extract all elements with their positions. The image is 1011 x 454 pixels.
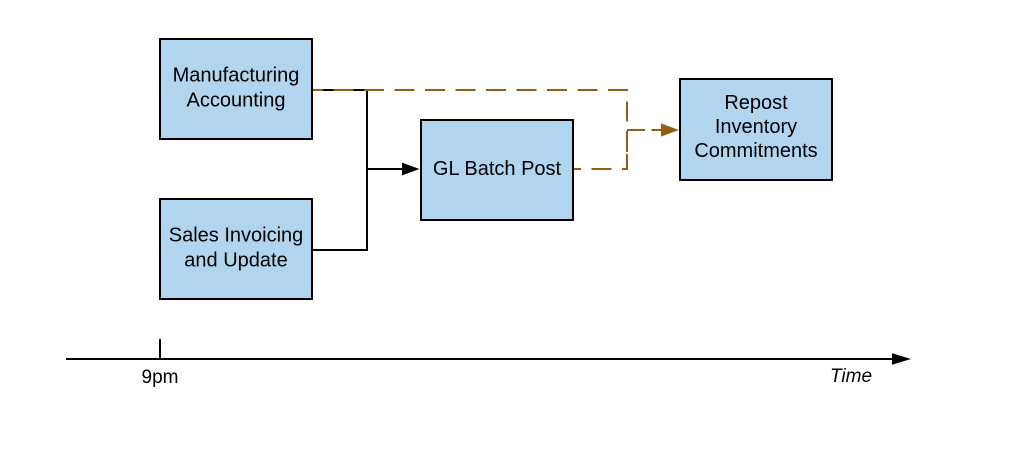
svg-text:Sales Invoicing: Sales Invoicing [169,225,304,247]
svg-text:Repost: Repost [724,92,788,114]
svg-text:Inventory: Inventory [715,116,797,138]
svg-text:Commitments: Commitments [694,140,817,162]
svg-text:Time: Time [830,366,872,387]
svg-text:Manufacturing: Manufacturing [173,65,300,87]
svg-text:GL Batch Post: GL Batch Post [433,158,562,180]
svg-text:9pm: 9pm [142,367,179,388]
svg-text:Accounting: Accounting [187,90,286,112]
svg-text:and Update: and Update [184,250,287,272]
